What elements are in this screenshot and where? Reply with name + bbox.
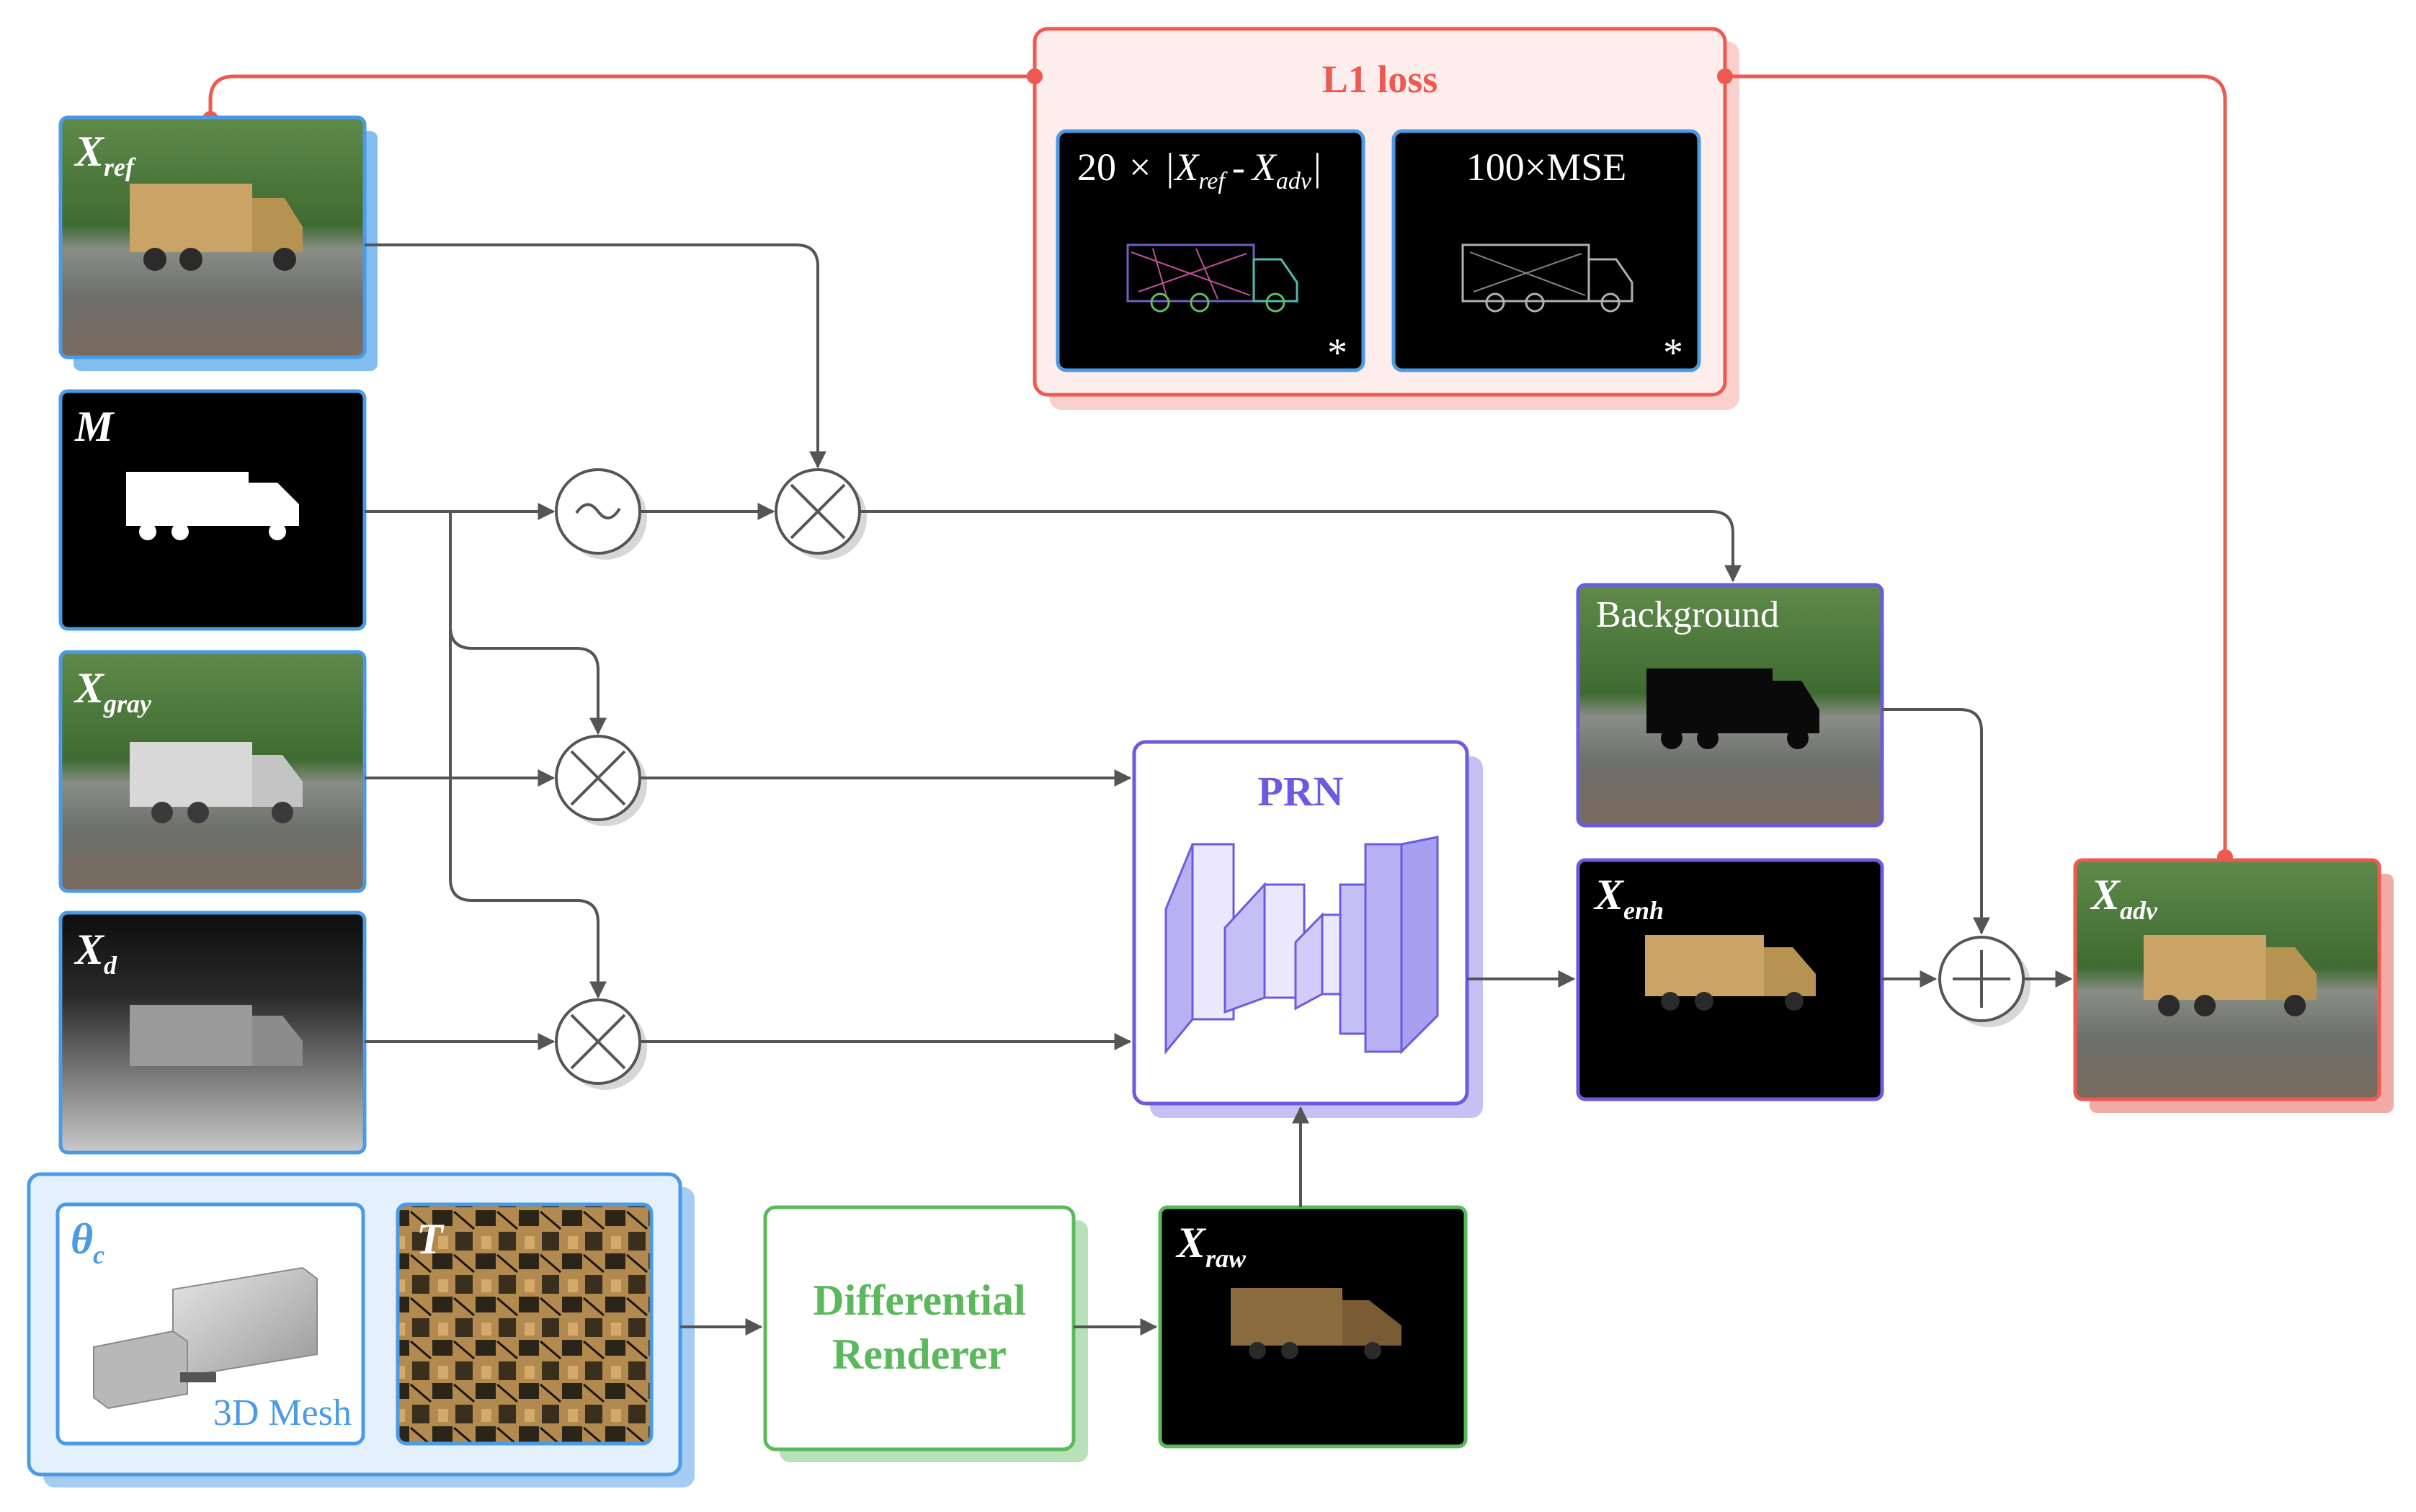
background-label: Background xyxy=(1596,594,1779,635)
theta-label: θc xyxy=(71,1215,104,1269)
mask-truck-silhouette xyxy=(126,472,299,540)
renderer-line2: Renderer xyxy=(832,1330,1007,1378)
mask-image: M xyxy=(58,389,367,631)
multiply-operator xyxy=(555,998,647,1090)
l1-loss-title: L1 loss xyxy=(1322,58,1438,101)
truck-graphic xyxy=(130,184,303,271)
depth-truck-graphic xyxy=(130,1005,303,1066)
star-mark: * xyxy=(1327,331,1347,375)
xenh-image: Xenh xyxy=(1576,858,1884,1101)
prn-block: PRN xyxy=(1132,740,1483,1118)
xadv-label: Xadv xyxy=(2090,871,2158,925)
xgray-label: Xgray xyxy=(73,664,152,718)
xd-label: Xd xyxy=(73,926,117,980)
unet-graphic xyxy=(1164,836,1439,1055)
l1-term-panel: 20×|Xref-Xadv| * xyxy=(1056,129,1365,375)
mse-truck-image xyxy=(1461,243,1633,313)
xref-image: Xref xyxy=(58,115,378,371)
raw-truck-graphic xyxy=(1231,1288,1401,1359)
texture-label: T xyxy=(416,1215,445,1263)
xadv-image: Xadv xyxy=(2073,858,2394,1113)
diff-truck-image xyxy=(1126,243,1298,313)
enhanced-truck-graphic xyxy=(1645,935,1816,1011)
loss-connectors xyxy=(208,74,2227,857)
prn-title: PRN xyxy=(1257,768,1343,815)
l1-loss-group: L1 loss 20×|Xref-Xadv| * 100×MSE xyxy=(1033,27,1739,410)
texture-panel xyxy=(396,1202,654,1446)
flow-arrows xyxy=(365,243,2073,1336)
operators xyxy=(555,468,2031,1090)
invert-operator xyxy=(555,468,647,560)
mesh-label: 3D Mesh xyxy=(213,1392,352,1433)
mesh-truck-graphic xyxy=(93,1266,318,1410)
l1-term-formula: 20×|Xref-Xadv| xyxy=(1077,146,1322,194)
xraw-label: Xraw xyxy=(1175,1219,1247,1273)
xgray-image: Xgray xyxy=(58,650,367,893)
star-mark: * xyxy=(1663,331,1683,375)
connector-dot xyxy=(1717,68,1733,84)
mask-label: M xyxy=(74,403,115,450)
xd-image: Xd xyxy=(58,911,367,1155)
renderer-line1: Differential xyxy=(813,1276,1025,1324)
gray-truck-graphic xyxy=(130,742,303,823)
xref-label: Xref xyxy=(73,128,136,182)
adv-truck-graphic xyxy=(2144,935,2317,1016)
black-truck-silhouette xyxy=(1646,668,1819,749)
xenh-label: Xenh xyxy=(1593,871,1664,925)
xraw-image: Xraw xyxy=(1158,1205,1468,1449)
add-operator xyxy=(1938,936,2031,1027)
differential-renderer: Differential Renderer xyxy=(763,1205,1088,1462)
mse-term-label: 100×MSE xyxy=(1466,146,1627,189)
mse-term-panel: 100×MSE * xyxy=(1391,129,1701,375)
multiply-operator xyxy=(775,468,867,560)
multiply-operator xyxy=(555,735,647,826)
mesh-texture-group: θc 3D Mesh T xyxy=(27,1172,695,1488)
connector-dot xyxy=(1027,68,1043,84)
background-image: Background xyxy=(1576,583,1884,828)
